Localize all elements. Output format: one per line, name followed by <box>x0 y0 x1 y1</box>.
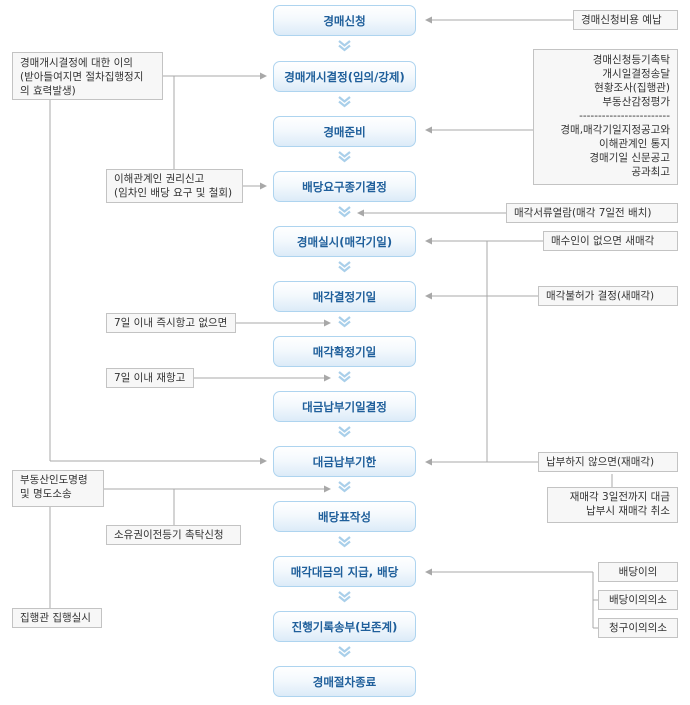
step-auction-commencement-decision: 경매개시결정(임의/강제) <box>273 61 416 92</box>
step-auction-preparation: 경매준비 <box>273 116 416 147</box>
down-arrow-icon <box>338 96 351 108</box>
step-payment-date-decision: 대금납부기일결정 <box>273 391 416 422</box>
step-auction-execution: 경매실시(매각기일) <box>273 226 416 257</box>
note-sale-not-permitted: 매각불허가 결정(새매각) <box>538 286 678 306</box>
note-ownership-registration: 소유권이전등기 촉탁신청 <box>106 525 241 545</box>
note-preparation-tasks: 경매신청등기촉탁 개시일결정송달 현황조사(집행관) 부동산감정평가 -----… <box>533 49 678 185</box>
step-record-transfer: 진행기록송부(보존계) <box>273 611 416 642</box>
step-dividend-claim-deadline: 배당요구종기결정 <box>273 171 416 202</box>
step-auction-application: 경매신청 <box>273 5 416 36</box>
note-no-buyer-resale: 매수인이 없으면 새매각 <box>543 231 678 251</box>
down-arrow-icon <box>338 646 351 658</box>
step-distribution-table: 배당표작성 <box>273 501 416 532</box>
down-arrow-icon <box>338 426 351 438</box>
step-sale-decision-date: 매각결정기일 <box>273 281 416 312</box>
note-rights-report: 이해관계인 권리신고 (임차인 배당 요구 및 철회) <box>106 169 243 203</box>
note-delivery-order: 부동산인도명령 및 명도소송 <box>12 470 104 507</box>
down-arrow-icon <box>338 481 351 493</box>
down-arrow-icon <box>338 40 351 52</box>
down-arrow-icon <box>338 151 351 163</box>
note-dividend-objection-suit: 배당이의의소 <box>598 590 678 610</box>
note-immediate-appeal: 7일 이내 즉시항고 없으면 <box>106 313 236 333</box>
step-procedure-end: 경매절차종료 <box>273 666 416 697</box>
note-cost-prepayment: 경매신청비용 예납 <box>573 10 678 30</box>
down-arrow-icon <box>338 316 351 328</box>
note-documents-viewing: 매각서류열람(매각 7일전 배치) <box>506 203 678 223</box>
down-arrow-icon <box>338 206 351 218</box>
note-dividend-objection: 배당이의 <box>598 562 678 582</box>
down-arrow-icon <box>338 591 351 603</box>
down-arrow-icon <box>338 371 351 383</box>
down-arrow-icon <box>338 536 351 548</box>
note-enforcement: 집행관 집행실시 <box>12 608 102 628</box>
step-payment-deadline: 대금납부기한 <box>273 446 416 477</box>
down-arrow-icon <box>338 261 351 273</box>
note-unpaid-resale: 납부하지 않으면(재매각) <box>538 452 678 472</box>
note-re-appeal: 7일 이내 재항고 <box>106 368 194 388</box>
note-resale-cancellation: 재매각 3일전까지 대금 납부시 재매각 취소 <box>547 487 678 523</box>
note-claim-objection-suit: 청구이의의소 <box>598 618 678 638</box>
step-sale-confirmation-date: 매각확정기일 <box>273 336 416 367</box>
note-commencement-objection: 경매개시결정에 대한 이의 (받아들여지면 절차집행정지 의 효력발생) <box>12 52 163 100</box>
step-payment-distribution: 매각대금의 지급, 배당 <box>273 556 416 587</box>
